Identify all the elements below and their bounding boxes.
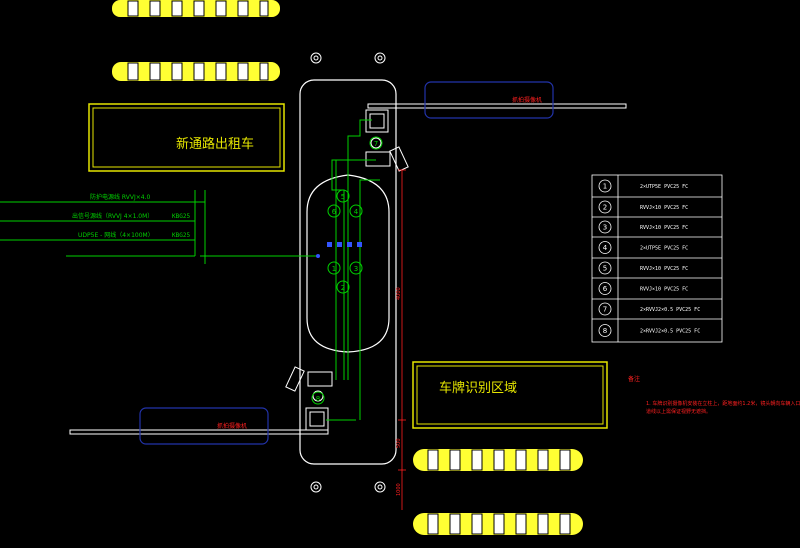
cable-number: 3	[603, 224, 607, 232]
cable-line1-label: 防护电源线 RVVJ×4.0	[90, 193, 150, 201]
cable-number-circle	[598, 179, 612, 193]
dimension-lines: 4000 500 1000	[396, 169, 406, 510]
barrier-arm-top	[365, 103, 627, 133]
speed-bump-top-1	[112, 0, 280, 17]
cable-spec: 2×RVVJ2×0.5 PVC25 FC	[640, 329, 700, 335]
cable-number: 8	[603, 327, 607, 335]
cable-spec: RVVJ×10 PVC25 FC	[640, 266, 688, 272]
cable-spec: RVVJ×10 PVC25 FC	[640, 225, 688, 231]
dimension-d1: 4000	[396, 287, 402, 300]
dimension-d2: 500	[396, 438, 402, 448]
cable-number-circle	[598, 261, 612, 275]
cable-number: 2	[603, 204, 607, 212]
barrier-arm-bottom	[69, 407, 329, 435]
speed-bump-bottom-2	[413, 513, 583, 535]
note-title: 备注	[628, 375, 640, 383]
cable-number-circle	[598, 220, 612, 234]
bolt-icons	[310, 52, 386, 493]
cable-number-circle	[598, 241, 612, 254]
cable-table	[591, 174, 723, 343]
speed-bump-top-2	[112, 62, 280, 81]
svg-text:6: 6	[332, 208, 337, 216]
left-cable-labels: 防护电源线 RVVJ×4.0 出信号源线（RVVJ 4×1.0M） KBG25 …	[72, 193, 190, 239]
island-label: 新通路出租车	[176, 136, 254, 152]
cable-spec: RVVJ×10 PVC25 FC	[640, 205, 688, 211]
island-label-box: 新通路出租车	[88, 103, 285, 172]
svg-text:8: 8	[316, 395, 320, 403]
cable-number-circle	[598, 302, 612, 316]
blue-junction-markers	[316, 242, 362, 258]
cable-number-circle	[598, 200, 612, 214]
cable-number-circles: 5 6 4 1 3 2 8 7	[311, 136, 383, 405]
svg-text:2: 2	[341, 284, 345, 292]
cable-line2-tag: KBG25	[172, 213, 190, 220]
cable-number: 5	[603, 265, 607, 273]
dimension-d3: 1000	[396, 483, 402, 496]
plate-zone-label: 车牌识别区域	[439, 380, 517, 396]
cable-number-circle	[598, 282, 612, 295]
cable-spec: 2×UTP5E PVC25 FC	[640, 246, 688, 252]
cable-line2-label: 出信号源线（RVVJ 4×1.0M）	[72, 212, 153, 220]
svg-text:5: 5	[341, 193, 345, 201]
device-top	[365, 137, 409, 172]
camera-box-bottom: 抓拍摄像机	[139, 407, 269, 445]
svg-text:4: 4	[354, 208, 359, 216]
cable-number: 4	[603, 244, 608, 252]
speed-bump-bottom-1	[413, 449, 583, 471]
note-text: 1. 车牌识别摄像机安装在立柱上，距地面约1.2米，镜头朝向车辆入口方向，车道线…	[646, 400, 800, 415]
cable-line3-label: UDP5E - 网线（4×100M）	[78, 231, 154, 239]
svg-text:1: 1	[332, 265, 336, 273]
svg-text:7: 7	[374, 140, 378, 148]
cable-number-circle	[598, 324, 612, 337]
cable-spec: RVVJ×10 PVC25 FC	[640, 287, 688, 293]
cable-spec: 2×RVVJ2×0.5 PVC25 FC	[640, 307, 700, 313]
plate-zone-box: 车牌识别区域	[412, 361, 608, 429]
cable-number: 7	[603, 306, 607, 314]
cable-spec: 2×UTP5E PVC25 FC	[640, 184, 688, 190]
camera-top-label: 抓拍摄像机	[512, 96, 542, 104]
cable-line3-tag: KBG25	[172, 232, 190, 239]
traffic-island	[299, 79, 397, 465]
device-bottom	[285, 366, 333, 402]
camera-box-top: 抓拍摄像机	[424, 81, 554, 119]
cable-number: 1	[603, 183, 607, 191]
green-cables	[0, 119, 380, 421]
notes: 备注 1. 车牌识别摄像机安装在立柱上，距地面约1.2米，镜头朝向车辆入口方向，…	[628, 375, 800, 415]
cable-number: 6	[603, 285, 608, 293]
camera-bottom-label: 抓拍摄像机	[217, 422, 247, 430]
svg-text:3: 3	[354, 265, 358, 273]
